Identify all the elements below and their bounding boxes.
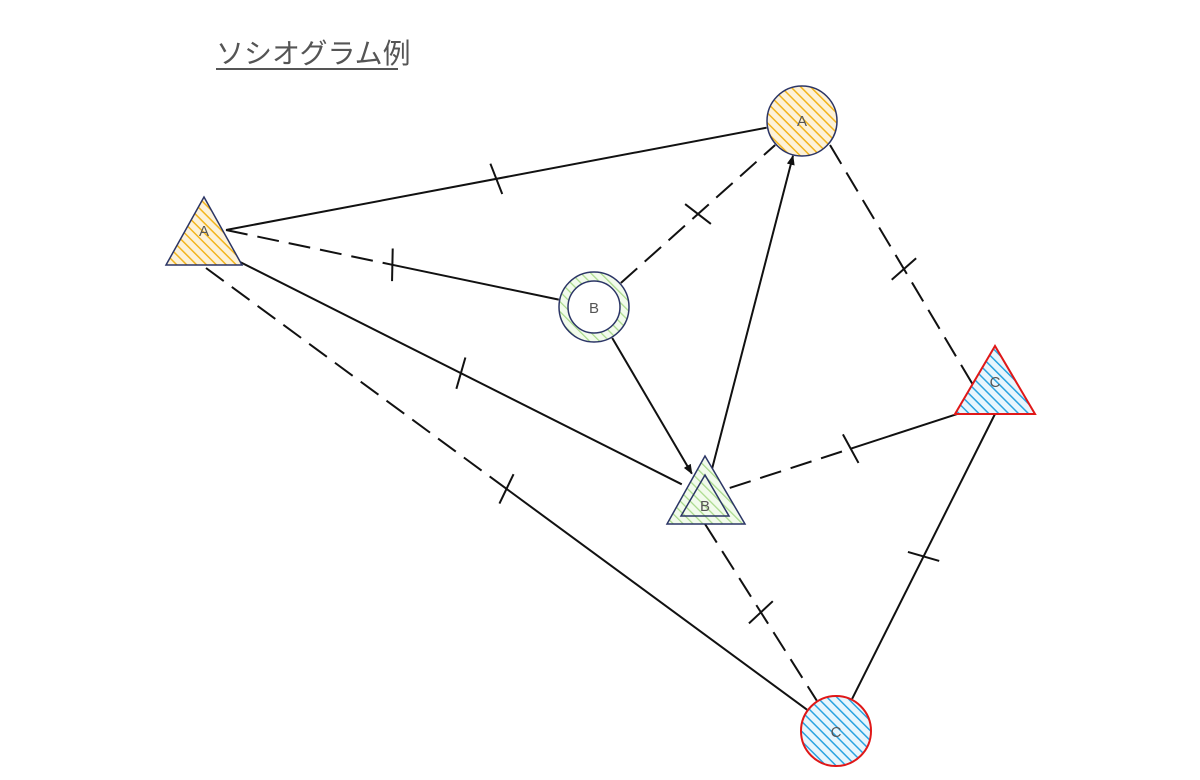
node-triangle-a[interactable]: A: [164, 195, 244, 266]
edge-triA-circA-tick: [489, 163, 504, 195]
node-label-circle-a: A: [797, 113, 807, 130]
edge-circA-triC-tick: [891, 257, 917, 281]
edge-triA-circB-dashed-half: [225, 229, 393, 266]
title-group: ソシオグラム例: [216, 37, 411, 70]
node-circle-a[interactable]: A: [766, 85, 838, 157]
edge-triC-circC-tick: [907, 550, 940, 562]
edge-circB-triB: [611, 337, 693, 475]
circle-c-shape: [800, 695, 872, 767]
node-label-triangle-a: A: [199, 223, 209, 240]
edge-triA-circC-tick: [498, 473, 515, 504]
edge-triA-circB-tick: [391, 248, 394, 282]
node-circle-b[interactable]: B: [558, 271, 630, 343]
edges-layer: [205, 126, 996, 711]
edge-triB-triC-solid-half: [850, 408, 972, 450]
edge-triB-triC-tick: [842, 433, 860, 464]
edge-triA-triB-tick: [455, 357, 467, 390]
circle-b-inner-shape: [567, 280, 621, 334]
edge-triB-circA: [710, 154, 795, 472]
triangle-c-shape: [953, 344, 1037, 415]
circle-a-shape: [766, 85, 838, 157]
node-label-circle-b: B: [589, 300, 599, 317]
edge-triA-circB-solid-half: [392, 263, 559, 301]
edge-triB-circC-tick: [748, 600, 774, 625]
node-circle-c[interactable]: C: [800, 695, 872, 767]
node-label-triangle-b: B: [700, 498, 710, 515]
nodes-layer: A A B B C C: [164, 85, 1037, 767]
triangle-a-shape: [164, 195, 244, 266]
diagram-title: ソシオグラム例: [216, 37, 411, 70]
edge-circB-circA-tick: [684, 203, 712, 225]
node-triangle-c[interactable]: C: [953, 344, 1037, 415]
edge-triB-triC-dashed-half: [729, 447, 852, 489]
edge-triA-circC-dashed-half: [205, 267, 508, 490]
triangle-b-inner-shape: [679, 473, 731, 517]
node-label-triangle-c: C: [990, 374, 1001, 391]
edge-triA-circC-solid-half: [505, 488, 808, 711]
node-triangle-b[interactable]: B: [665, 454, 747, 525]
node-label-circle-c: C: [831, 724, 842, 741]
